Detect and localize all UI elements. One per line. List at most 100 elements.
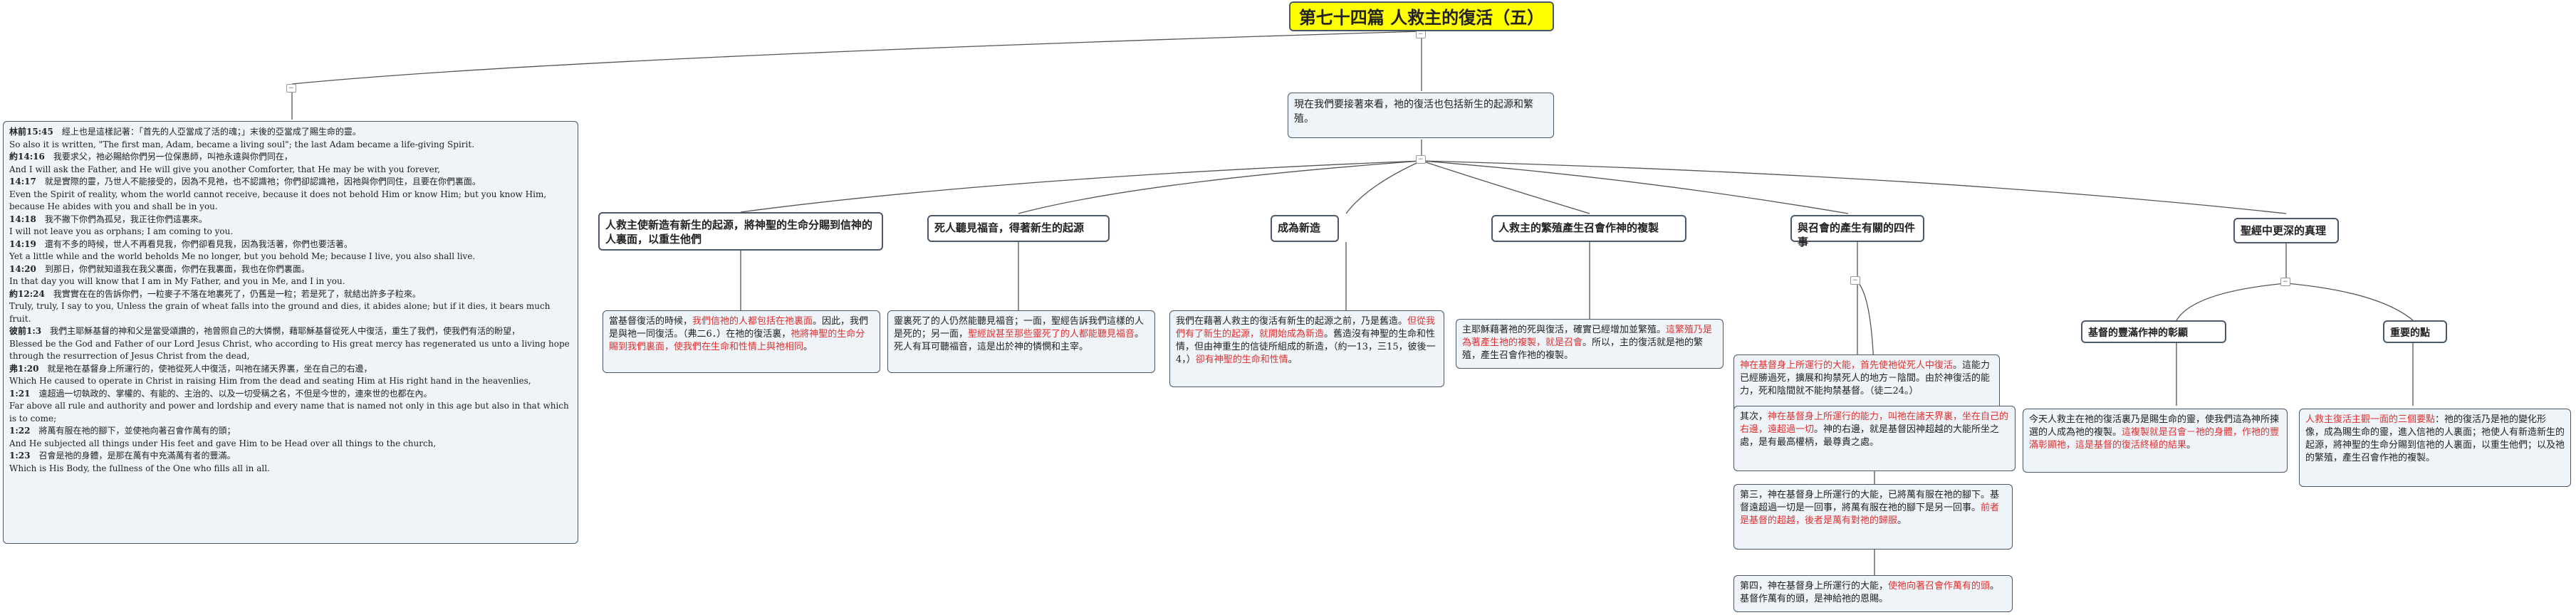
leaf-note[interactable]: 靈裏死了的人仍然能聽見福音；一面，聖經告訴我們這樣的人是死的；另一面，聖經說甚至… xyxy=(887,310,1155,373)
note-text: 。這能力已經勝過死，擴展和拘禁死人的地方－陰間。由於神復活的能力，死和陰間就不能… xyxy=(1740,360,1991,396)
scripture-line: Which is His Body, the fullness of the O… xyxy=(9,463,572,475)
note-text: 。 xyxy=(1897,515,1907,526)
scripture-line: Yet a little while and the world beholds… xyxy=(9,251,572,263)
highlight-text: 神在基督身上所運行的能力，叫祂在諸天界裏，坐在自己的右邊，遠超過一切 xyxy=(1740,411,2009,435)
verse-ref: 林前15:45 xyxy=(9,127,62,137)
highlight-text: 我們信祂的人都包括在祂裏面 xyxy=(692,316,813,327)
highlight-text: 前者是基督的超越，後者是萬有對祂的歸服 xyxy=(1740,503,2000,526)
scripture-line: Which He caused to operate in Christ in … xyxy=(9,375,572,388)
verse-text: 就是實際的靈，乃世人不能接受的，因為不見祂，也不認識祂；你們卻認識祂，因祂與你們… xyxy=(44,177,481,186)
scripture-line: 林前15:45 經上也是這樣記著：「首先的人亞當成了活的魂；」末後的亞當成了賜生… xyxy=(9,126,572,139)
scripture-line: 1:23 召會是祂的身體，是那在萬有中充滿萬有者的豐滿。 xyxy=(9,450,572,463)
subtopic-fullness[interactable]: 基督的豐滿作神的彰顯 xyxy=(2081,320,2226,343)
root-title: 第七十四篇 人救主的復活（五） xyxy=(1298,7,1545,28)
leaf-note[interactable]: 我們在藉著人救主的復活有新生的起源之前，乃是舊造。但從我們有了新生的起源，就開始… xyxy=(1169,310,1444,387)
topic-dead-hear-gospel[interactable]: 死人聽見福音，得著新生的起源 xyxy=(927,215,1110,242)
verse-text: 遠超過一切執政的、掌權的、有能的、主治的、以及一切受稱之名，不但是今世的，連來世… xyxy=(38,388,432,399)
verse-ref: 彼前1:3 xyxy=(9,326,51,336)
leaf-note[interactable]: 主耶穌藉著祂的死與復活，確實已經增加並繁殖。這繁殖乃是為著產生祂的複製，就是召會… xyxy=(1456,319,1724,369)
subtopic-key-points[interactable]: 重要的點 xyxy=(2383,320,2447,343)
verse-text: Yet a little while and the world beholds… xyxy=(9,251,476,261)
leaf-note[interactable]: 第四，神在基督身上所運行的大能，使祂向著召會作萬有的頭。基督作萬有的頭，是神給祂… xyxy=(1733,575,2013,612)
collapse-icon[interactable]: − xyxy=(286,84,296,93)
note-text: 。所以，主的復活就是祂的繁殖，產生召會作祂的複製。 xyxy=(1462,337,1704,361)
collapse-icon[interactable]: − xyxy=(1850,276,1860,285)
subtopic-title: 基督的豐滿作神的彰顯 xyxy=(2088,327,2188,339)
verse-text: And I will ask the Father, and He will g… xyxy=(9,164,440,174)
root-topic[interactable]: 第七十四篇 人救主的復活（五） xyxy=(1289,1,1554,31)
topic-title: 與召會的產生有關的四件事 xyxy=(1798,221,1916,248)
topic-title: 人救主使新造有新生的起源，將神聖的生命分賜到信神的人裏面，以重生他們 xyxy=(605,219,873,246)
scripture-note[interactable]: 林前15:45 經上也是這樣記著：「首先的人亞當成了活的魂；」末後的亞當成了賜生… xyxy=(3,121,578,544)
verse-text: 我們主耶穌基督的神和父是當受頌讚的，祂曾照自己的大憐憫，藉耶穌基督從死人中復活，… xyxy=(50,326,521,336)
verse-text: I will not leave you as orphans; I am co… xyxy=(9,226,234,236)
topic-title: 聖經中更深的真理 xyxy=(2241,224,2327,237)
scripture-line: 14:17 就是實際的靈，乃世人不能接受的，因為不見祂，也不認識祂；你們卻認識祂… xyxy=(9,176,572,189)
highlight-text: 祂將神聖的生命分賜到我們裏面，使我們在生命和性情上與祂相同 xyxy=(609,329,865,352)
scripture-line: Far above all rule and authority and pow… xyxy=(9,400,572,425)
topic-title: 人救主的繁殖產生召會作神的複製 xyxy=(1498,221,1659,234)
note-text: 其次， xyxy=(1740,411,1768,422)
highlight-text: 但從我們有了新生的起源，就開始成為新造 xyxy=(1176,316,1436,340)
leaf-note[interactable]: 當基督復活的時候，我們信祂的人都包括在祂裏面。因此，我們是與祂一同復活。（弗二6… xyxy=(603,310,880,373)
verse-text: 我不撇下你們為孤兒，我正往你們這裏來。 xyxy=(44,214,207,224)
scripture-line: Even the Spirit of reality, whom the wor… xyxy=(9,189,572,214)
leaf-note[interactable]: 第三，神在基督身上所運行的大能，已將萬有服在祂的腳下。基督遠超過一切是一回事，將… xyxy=(1733,484,2013,550)
verse-text: Truly, truly, I say to you, Unless the g… xyxy=(9,301,551,324)
scripture-line: Blessed be the God and Father of our Lor… xyxy=(9,338,572,363)
verse-ref: 約14:16 xyxy=(9,152,53,162)
topic-new-creation[interactable]: 成為新造 xyxy=(1271,215,1339,242)
highlight-text: 卻有神聖的生命和性情 xyxy=(1195,354,1288,365)
highlight-text: 人救主復活主觀一面的三個要點 xyxy=(2305,414,2436,425)
highlight-text: 這繁殖乃是為著產生祂的複製，就是召會 xyxy=(1462,325,1713,348)
verse-text: And He subjected all things under His fe… xyxy=(9,438,437,448)
note-text: 我們在藉著人救主的復活有新生的起源之前，乃是舊造。 xyxy=(1176,316,1408,327)
topic-four-matters[interactable]: 與召會的產生有關的四件事 xyxy=(1790,215,1924,248)
highlight-text: 這複製就是召會－祂的身體，作祂的豐滿彰顯祂，這是基督的復活終極的結果 xyxy=(2029,427,2280,451)
verse-ref: 約12:24 xyxy=(9,288,53,299)
verse-text: 召會是祂的身體，是那在萬有中充滿萬有者的豐滿。 xyxy=(38,451,236,461)
collapse-icon[interactable]: − xyxy=(1416,155,1426,164)
note-text: 主耶穌藉著祂的死與復活，確實已經增加並繁殖。 xyxy=(1462,325,1667,335)
topic-deeper-truths[interactable]: 聖經中更深的真理 xyxy=(2233,218,2339,243)
intro-text: 現在我們要接著來看，祂的復活也包括新生的起源和繁殖。 xyxy=(1294,99,1533,125)
verse-text: Which He caused to operate in Christ in … xyxy=(9,376,531,386)
scripture-line: 14:19 還有不多的時候，世人不再看見我，你們卻看見我，因為我活著，你們也要活… xyxy=(9,238,572,251)
scripture-line: 1:21 遠超過一切執政的、掌權的、有能的、主治的、以及一切受稱之名，不但是今世… xyxy=(9,388,572,401)
verse-ref: 14:17 xyxy=(9,177,45,186)
topic-origin-of-new-birth[interactable]: 人救主使新造有新生的起源，將神聖的生命分賜到信神的人裏面，以重生他們 xyxy=(598,212,883,251)
scripture-line: 14:20 到那日，你們就知道我在我父裏面，你們在我裏面，我也在你們裏面。 xyxy=(9,263,572,276)
verse-text: 經上也是這樣記著：「首先的人亞當成了活的魂；」末後的亞當成了賜生命的靈。 xyxy=(61,127,361,137)
topic-reproduction[interactable]: 人救主的繁殖產生召會作神的複製 xyxy=(1491,215,1686,242)
intro-note[interactable]: 現在我們要接著來看，祂的復活也包括新生的起源和繁殖。 xyxy=(1288,93,1554,138)
note-text: 。神的右邊，就是基督因神超越的大能所坐之處，是有最高權柄，最尊貴之處。 xyxy=(1740,424,2000,448)
verse-ref: 1:22 xyxy=(9,426,39,436)
note-text: 第三，神在基督身上所運行的大能，已將萬有服在祂的腳下。基督遠超過一切是一回事，將… xyxy=(1740,490,2000,513)
verse-text: 還有不多的時候，世人不再看見我，你們卻看見我，因為我活著，你們也要活著。 xyxy=(44,238,353,249)
note-text: 。 xyxy=(2186,440,2196,451)
highlight-text: 使祂向著召會作萬有的頭 xyxy=(1888,581,1991,592)
scripture-line: 約12:24 我實實在在的告訴你們，一粒麥子不落在地裏死了，仍舊是一粒；若是死了… xyxy=(9,288,572,301)
scripture-line: 弗1:20 就是祂在基督身上所運行的，使祂從死人中復活，叫祂在諸天界裏，坐在自己… xyxy=(9,363,572,376)
leaf-note[interactable]: 人救主復活主觀一面的三個要點：祂的復活乃是祂的變化形像，成為賜生命的靈，進入信祂… xyxy=(2299,409,2571,487)
leaf-note[interactable]: 其次，神在基督身上所運行的能力，叫祂在諸天界裏，坐在自己的右邊，遠超過一切。神的… xyxy=(1733,406,2016,471)
note-text: 當基督復活的時候， xyxy=(609,316,693,327)
verse-text: Which is His Body, the fullness of the O… xyxy=(9,463,270,473)
topic-title: 成為新造 xyxy=(1278,221,1321,234)
scripture-line: 1:22 將萬有服在祂的腳下，並使祂向著召會作萬有的頭； xyxy=(9,425,572,438)
highlight-text: 聖經說甚至那些靈死了的人都能聽見福音 xyxy=(968,329,1135,340)
note-text: 。 xyxy=(1288,354,1298,365)
leaf-note[interactable]: 今天人救主在祂的復活裏乃是賜生命的靈，使我們這為神所揀選的人成為祂的複製。這複製… xyxy=(2023,409,2288,473)
verse-ref: 弗1:20 xyxy=(9,363,48,374)
topic-title: 死人聽見福音，得著新生的起源 xyxy=(934,221,1085,234)
collapse-icon[interactable]: − xyxy=(2280,278,2290,286)
note-text: 靈裏死了的人仍然能聽見福音；一面，聖經告訴我們這樣的人是死的；另一面， xyxy=(894,316,1144,340)
scripture-line: 約14:16 我要求父，祂必賜給你們另一位保惠師，叫祂永遠與你們同在， xyxy=(9,151,572,164)
highlight-text: 神在基督身上所運行的大能，首先使祂從死人中復活 xyxy=(1740,360,1954,371)
verse-text: 我實實在在的告訴你們，一粒麥子不落在地裏死了，仍舊是一粒；若是死了，就結出許多子… xyxy=(53,288,421,299)
scripture-line: And He subjected all things under His fe… xyxy=(9,438,572,451)
collapse-icon[interactable]: − xyxy=(1416,30,1426,38)
verse-ref: 1:23 xyxy=(9,451,39,461)
scripture-line: 彼前1:3 我們主耶穌基督的神和父是當受頌讚的，祂曾照自己的大憐憫，藉耶穌基督從… xyxy=(9,325,572,338)
